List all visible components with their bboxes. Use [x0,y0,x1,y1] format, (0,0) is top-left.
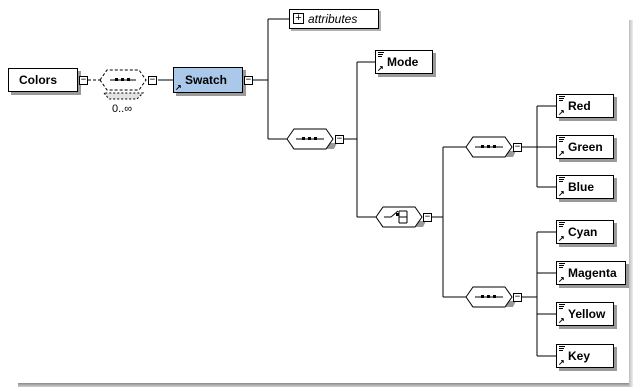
documentation-icon [559,96,565,102]
element-blue[interactable]: Blue ↗ [556,175,614,199]
documentation-icon [559,177,565,183]
reference-arrow-icon: ↗ [175,83,182,92]
element-green[interactable]: Green ↗ [556,135,614,159]
reference-arrow-icon: ↗ [558,189,565,198]
expand-plus-icon[interactable]: + [293,13,304,24]
collapse-toggle-colors[interactable]: − [79,75,88,85]
documentation-icon [559,222,565,228]
element-label: Swatch [185,73,228,87]
collapse-toggle-rgb[interactable]: − [513,142,522,152]
cardinality-label: 0..∞ [112,103,133,115]
collapse-toggle-cmyk[interactable]: − [513,292,522,302]
choice-compositor[interactable] [375,206,426,228]
element-label: Magenta [568,266,617,280]
reference-arrow-icon: ↗ [558,108,565,117]
reference-arrow-icon: ↗ [558,358,565,367]
attributes-group[interactable]: + attributes [289,9,379,29]
element-key[interactable]: Key ↗ [556,344,614,368]
documentation-icon [559,263,565,269]
frame-shadow-right [629,20,633,387]
frame-shadow-bottom [18,383,633,387]
element-label: Blue [568,180,595,194]
sequence-compositor-icon [296,137,324,140]
element-colors[interactable]: Colors [8,68,78,92]
element-label: Red [568,99,591,113]
reference-arrow-icon: ↗ [558,316,565,325]
reference-arrow-icon: ↗ [558,275,565,284]
documentation-icon [378,52,384,58]
element-label: Mode [387,55,419,69]
sequence-compositor-icon [475,295,503,298]
collapse-toggle-swatch[interactable]: − [244,75,253,85]
sequence-compositor-swatch[interactable] [286,128,337,150]
attributes-label: attributes [308,12,358,26]
sequence-compositor-rgb[interactable] [465,136,516,158]
element-label: Yellow [568,307,606,321]
reference-arrow-icon: ↗ [558,234,565,243]
reference-arrow-icon: ↗ [558,149,565,158]
element-label: Green [568,140,603,154]
collapse-toggle-sequence[interactable]: − [148,75,157,85]
element-label: Colors [19,73,58,87]
repeating-sequence-compositor[interactable] [99,69,147,100]
sequence-compositor-icon [475,145,503,148]
element-mode[interactable]: Mode ↗ [375,50,433,74]
element-red[interactable]: Red ↗ [556,94,614,118]
element-cyan[interactable]: Cyan ↗ [556,220,614,244]
sequence-compositor-cmyk[interactable] [465,286,516,308]
collapse-toggle-choice[interactable]: − [423,212,432,222]
choice-compositor-icon [384,210,408,224]
documentation-icon [559,137,565,143]
documentation-icon [559,346,565,352]
element-magenta[interactable]: Magenta ↗ [556,261,626,285]
element-label: Key [568,349,591,363]
element-label: Cyan [568,225,598,239]
sequence-compositor-icon [110,78,136,81]
element-swatch[interactable]: Swatch ↗ [173,67,243,93]
documentation-icon [559,304,565,310]
collapse-toggle-sequence-swatch[interactable]: − [335,134,344,144]
reference-arrow-icon: ↗ [377,64,384,73]
element-yellow[interactable]: Yellow ↗ [556,302,614,326]
